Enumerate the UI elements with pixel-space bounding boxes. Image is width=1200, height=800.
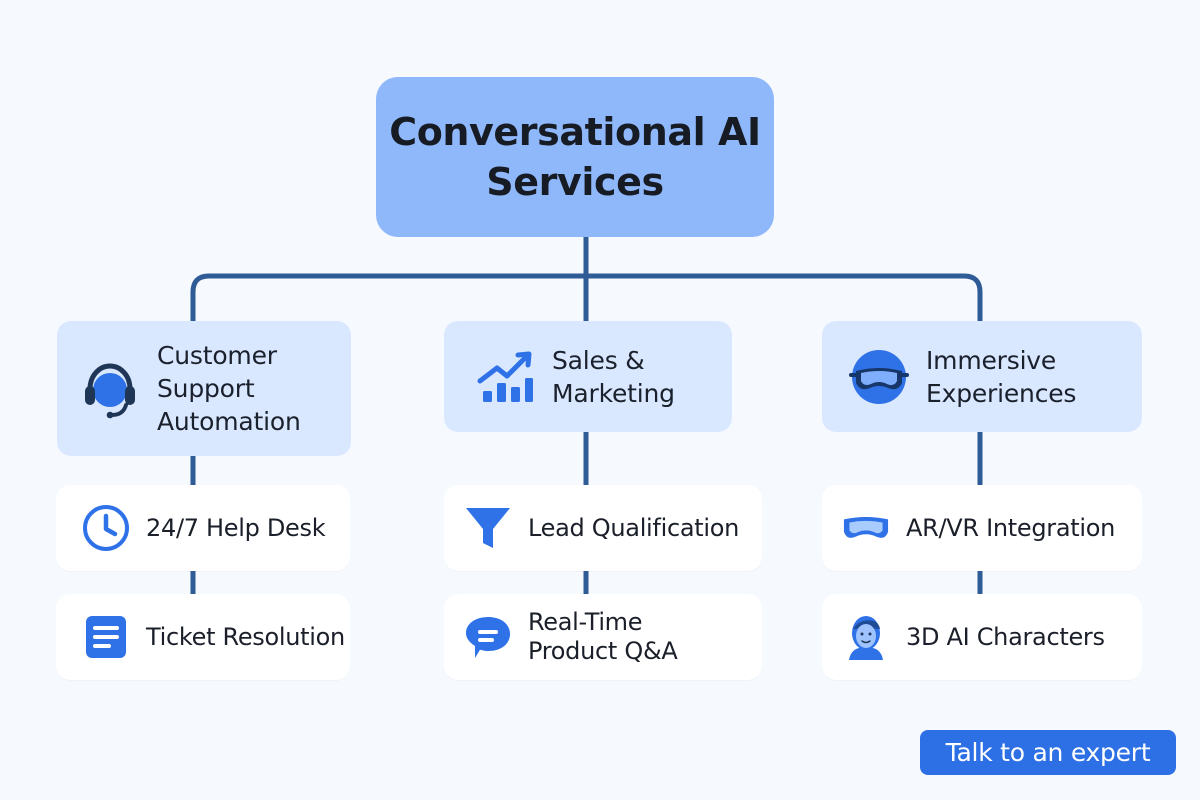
talk-to-expert-button[interactable]: Talk to an expert (920, 730, 1176, 775)
headset-icon (77, 356, 143, 422)
service-label-ar-vr-integration: AR/VR Integration (906, 513, 1116, 542)
service-ticket-resolution: Ticket Resolution (56, 594, 350, 680)
service-24-7-help-desk: 24/7 Help Desk (56, 485, 350, 571)
vr-headset-icon (846, 344, 912, 410)
chat-bubble-icon (462, 611, 514, 663)
growth-chart-icon (472, 344, 538, 410)
service-ar-vr-integration: AR/VR Integration (822, 485, 1142, 571)
category-label-sales-marketing: Sales & Marketing (552, 345, 675, 408)
category-label-immersive-experiences: Immersive Experiences (926, 345, 1077, 408)
service-label-24-7-help-desk: 24/7 Help Desk (146, 513, 326, 542)
root-node: Conversational AI Services (376, 77, 774, 237)
vr-goggles-icon (840, 502, 892, 554)
avatar-icon (840, 611, 892, 663)
branch-connector (190, 273, 983, 324)
service-lead-qualification: Lead Qualification (444, 485, 762, 571)
category-sales-marketing: Sales & Marketing (444, 321, 732, 432)
service-label-ticket-resolution: Ticket Resolution (146, 622, 345, 651)
root-title: Conversational AI Services (389, 110, 761, 204)
service-real-time-product-qa: Real-Time Product Q&A (444, 594, 762, 680)
category-immersive-experiences: Immersive Experiences (822, 321, 1142, 432)
service-label-lead-qualification: Lead Qualification (528, 513, 740, 542)
clock-icon (80, 502, 132, 554)
category-customer-support-automation: Customer Support Automation (57, 321, 351, 456)
category-label-customer-support-automation: Customer Support Automation (157, 341, 301, 436)
service-3d-ai-characters: 3D AI Characters (822, 594, 1142, 680)
ticket-document-icon (80, 611, 132, 663)
service-label-real-time-product-qa: Real-Time Product Q&A (528, 608, 678, 665)
service-label-3d-ai-characters: 3D AI Characters (906, 622, 1105, 651)
funnel-icon (462, 502, 514, 554)
